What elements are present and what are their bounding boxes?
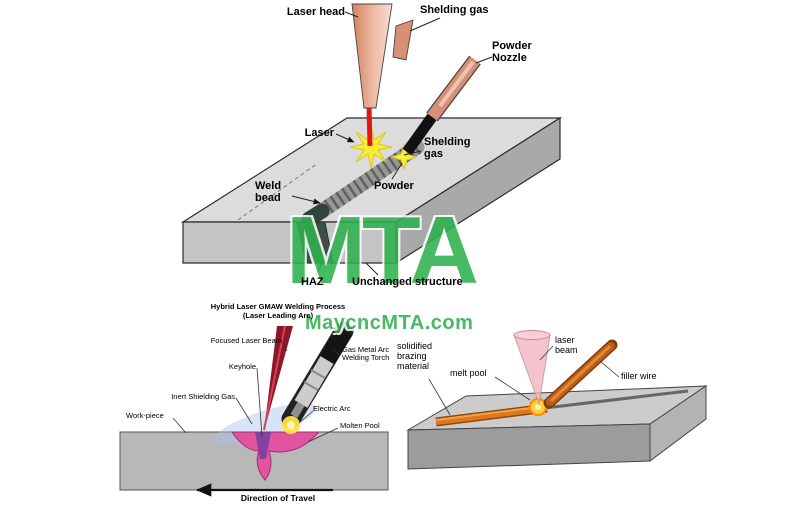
label-gmaw-torch: Gas Metal Arc Welding Torch: [342, 345, 390, 363]
hybrid-title-line2: (Laser Leading Arc): [242, 311, 314, 320]
leader-lines-brazing: [428, 345, 620, 416]
label-molten-pool: Molten Pool: [340, 421, 380, 430]
filler-wire-graphic: [543, 339, 618, 409]
brazing-laser-cone: [513, 330, 551, 406]
label-inert-shielding-gas: Inert Shielding Gas: [171, 392, 235, 401]
spark-glow: [349, 125, 418, 171]
leader-lines-hybrid: [172, 341, 341, 443]
label-powder-nozzle: Powder Nozzle: [492, 40, 532, 65]
powder-nozzle-tube: [402, 55, 481, 156]
brazing-seam: [435, 403, 548, 427]
label-work-piece: Work-piece: [126, 411, 164, 420]
watermark-site-text: MaycncMTA.com: [305, 312, 474, 334]
label-direction-of-travel: Direction of Travel: [240, 493, 316, 503]
label-powder: Powder: [374, 180, 414, 192]
label-laser: Laser: [304, 127, 334, 139]
label-laser-beam: laser beam: [555, 335, 578, 356]
molten-pool-graphic: [231, 431, 321, 481]
gmaw-torch-graphic: [281, 321, 354, 429]
label-melt-pool: melt pool: [450, 368, 487, 378]
label-focused-laser-beam: Focused Laser Beam: [210, 336, 282, 345]
label-haz: HAZ: [301, 276, 324, 288]
hybrid-title-line1: Hybrid Laser GMAW Welding Process: [210, 302, 346, 311]
brazing-workpiece: [406, 385, 708, 470]
laser-head-cone: [351, 3, 393, 109]
label-shielding-gas-top: Shelding gas: [420, 4, 489, 16]
laser-beam-red: [366, 105, 373, 147]
label-keyhole: Keyhole: [228, 362, 256, 371]
label-solidified-brazing-material: solidified brazing material: [397, 341, 433, 372]
electric-arc-glow: [282, 416, 300, 434]
watermark-logo: MTA: [286, 197, 479, 304]
keyhole-graphic: [255, 432, 271, 459]
leader-lines-cladding: [291, 11, 493, 276]
shielding-gas-nozzle: [392, 19, 414, 61]
label-filler-wire: filler wire: [621, 371, 657, 381]
label-electric-arc: Electric Arc: [313, 404, 351, 413]
haz-region: [296, 221, 334, 264]
label-unchanged-structure: Unchanged structure: [352, 276, 463, 288]
hybrid-laser-beam: [263, 325, 293, 431]
label-laser-head: Laser head: [286, 6, 345, 18]
label-shielding-gas-side: Shelding gas: [424, 136, 471, 161]
label-weld-bead: Weld bead: [255, 180, 282, 205]
